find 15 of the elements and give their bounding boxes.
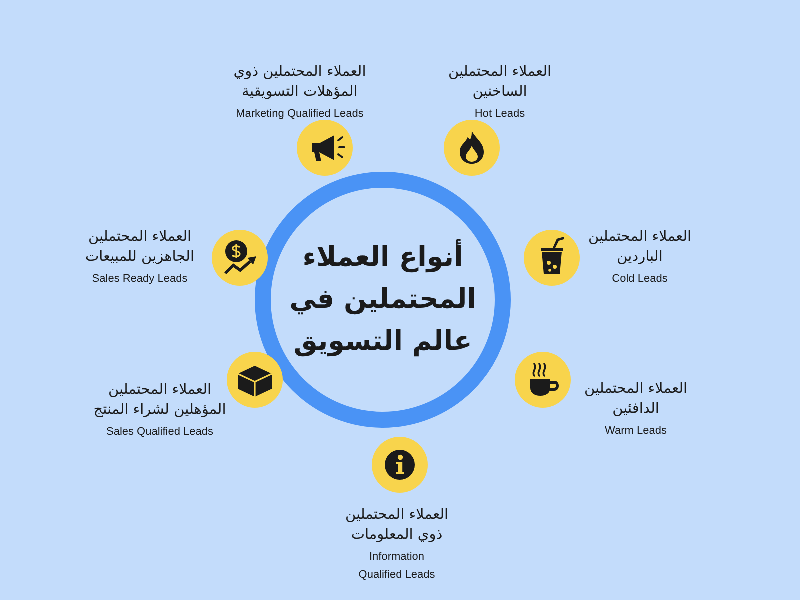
subtitle-text: Sales Qualified Leads bbox=[106, 426, 214, 438]
label-text: العملاء المحتملين الجاهزين للمبيعات bbox=[86, 229, 194, 265]
subtitle-text: Cold Leads bbox=[612, 273, 668, 285]
subtitle-text: Information Qualified Leads bbox=[358, 551, 436, 581]
subtitle-text: Hot Leads bbox=[474, 108, 526, 120]
label-text: العملاء المحتملين المؤهلين لشراء المنتج bbox=[94, 382, 226, 418]
label-text: العملاء المحتملين الدافئين bbox=[584, 381, 688, 417]
icon-disc bbox=[297, 120, 353, 176]
subtitle-text: Warm Leads bbox=[605, 425, 667, 437]
label-text: العملاء المحتملين الباردين bbox=[588, 229, 692, 265]
label-text: العملاء المحتملين ذوي المؤهلات التسويقية bbox=[234, 64, 366, 100]
subtitle-text: Sales Ready Leads bbox=[92, 273, 188, 285]
subtitle-text: Marketing Qualified Leads bbox=[236, 108, 364, 120]
label-text: العملاء المحتملين ذوي المعلومات bbox=[345, 507, 449, 543]
label-text: العملاء المحتملين الساخنين bbox=[448, 64, 552, 100]
